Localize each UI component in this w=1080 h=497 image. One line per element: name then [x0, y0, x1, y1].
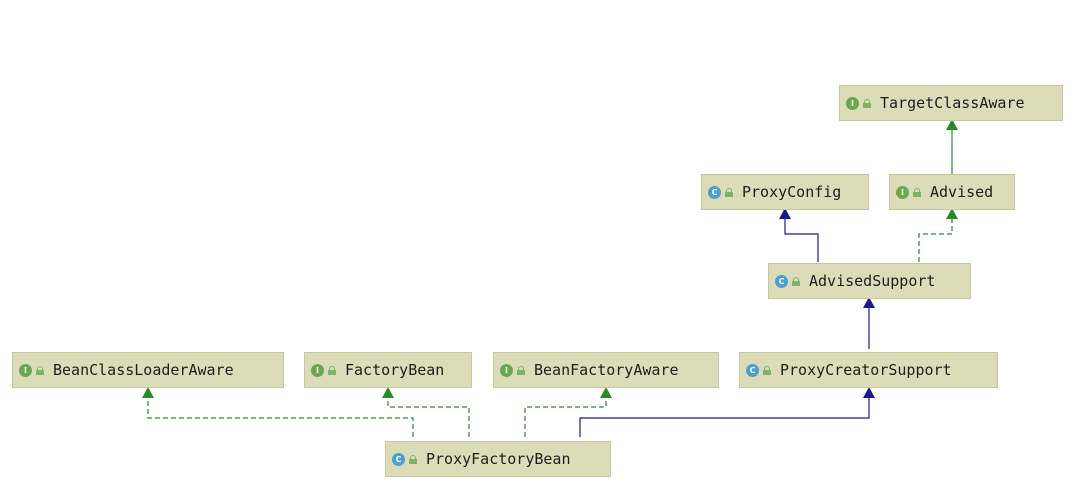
lock-icon — [913, 187, 921, 197]
lock-icon — [328, 365, 336, 375]
node-label: BeanClassLoaderAware — [53, 361, 234, 379]
edge-advisedsupport-advised — [918, 217, 953, 262]
node-beanfactoryaware[interactable]: I BeanFactoryAware — [493, 352, 719, 388]
node-proxyfactorybean[interactable]: C ProxyFactoryBean — [385, 441, 611, 477]
lock-icon — [763, 365, 771, 375]
lock-icon — [863, 98, 871, 108]
lock-icon — [517, 365, 525, 375]
arrowhead-proxycreatorsupport — [863, 387, 875, 398]
arrowhead-beanfactoryaware — [600, 387, 612, 398]
node-beanclassloaderaware[interactable]: I BeanClassLoaderAware — [12, 352, 284, 388]
edge-proxyfactorybean-beanfactoryaware — [524, 396, 607, 437]
node-label: ProxyCreatorSupport — [780, 361, 952, 379]
class-badge-icon: C — [708, 185, 721, 199]
node-label: ProxyConfig — [742, 183, 842, 201]
interface-badge-icon: I — [846, 96, 859, 110]
lock-icon — [792, 276, 800, 286]
node-label: Advised — [930, 183, 994, 201]
lock-icon — [36, 365, 44, 375]
node-targetclassaware[interactable]: I TargetClassAware — [839, 85, 1063, 121]
lock-icon — [409, 454, 417, 464]
arrowhead-proxyconfig — [779, 208, 791, 219]
node-factorybean[interactable]: I FactoryBean — [304, 352, 472, 388]
edge-proxyfactorybean-factorybean — [387, 396, 470, 437]
class-badge-icon: C — [746, 363, 759, 377]
arrowhead-advised — [946, 208, 958, 219]
edge-proxyfactorybean-beanclassloaderaware — [147, 396, 414, 437]
node-proxycreatorsupport[interactable]: C ProxyCreatorSupport — [739, 352, 998, 388]
node-label: BeanFactoryAware — [534, 361, 679, 379]
interface-badge-icon: I — [311, 363, 324, 377]
arrowhead-beanclassloaderaware — [142, 387, 154, 398]
class-badge-icon: C — [775, 274, 788, 288]
arrowhead-targetclassaware — [946, 119, 958, 130]
node-advised[interactable]: I Advised — [889, 174, 1015, 210]
interface-badge-icon: I — [896, 185, 909, 199]
node-label: FactoryBean — [345, 361, 445, 379]
class-badge-icon: C — [392, 452, 405, 466]
node-label: AdvisedSupport — [809, 272, 936, 290]
arrowhead-advisedsupport — [863, 297, 875, 308]
lock-icon — [725, 187, 733, 197]
node-proxyconfig[interactable]: C ProxyConfig — [701, 174, 869, 210]
node-label: TargetClassAware — [880, 94, 1025, 112]
edge-proxyfactorybean-proxycreatorsupport — [579, 396, 870, 437]
node-advisedsupport[interactable]: C AdvisedSupport — [768, 263, 971, 299]
arrowhead-factorybean — [382, 387, 394, 398]
node-label: ProxyFactoryBean — [426, 450, 571, 468]
interface-badge-icon: I — [19, 363, 32, 377]
interface-badge-icon: I — [500, 363, 513, 377]
edge-advisedsupport-proxyconfig — [784, 217, 819, 262]
